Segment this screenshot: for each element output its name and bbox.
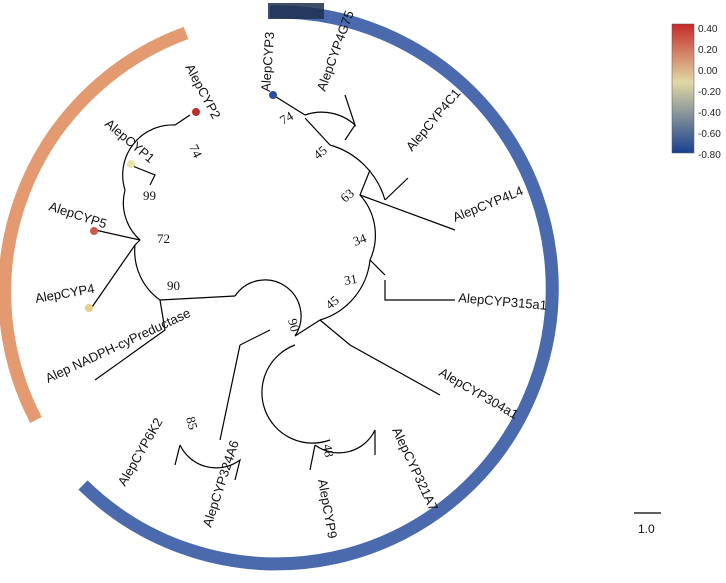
tip-dot-alepcyp5 — [90, 227, 98, 235]
leaf-label-alepcyp5: AlepCYP5 — [47, 199, 109, 232]
tip-dot-alepcyp1 — [127, 160, 135, 168]
leaf-label-alepcyp1: AlepCYP1 — [102, 116, 158, 166]
bootstrap-label: 90 — [167, 278, 180, 293]
scale-bar-label: 1.0 — [638, 522, 655, 536]
tip-dot-alepcyp4 — [85, 304, 93, 312]
color-legend: 0.40 0.20 0.00 -0.20 -0.40 -0.60 -0.80 — [671, 23, 721, 161]
bootstrap-label: 85 — [183, 415, 201, 431]
leaf-label-alepcyp2: AlepCYP2 — [182, 61, 223, 121]
leaf-label-alepcyp321a7: AlepCYP321A7 — [389, 425, 441, 513]
clade-arc-blue — [78, 5, 559, 571]
bootstrap-label: 72 — [157, 231, 170, 246]
scale-bar: 1.0 — [634, 512, 661, 536]
leaf-label-alepcyp6k2: AlepCYP6K2 — [115, 415, 166, 488]
leaf-label-alepcyp315a1: AlepCYP315a1 — [458, 290, 548, 313]
legend-tick: 0.00 — [698, 66, 718, 77]
leaf-label-alepcyp9: AlepCYP9 — [315, 478, 340, 540]
clade-arc-orange — [0, 26, 189, 424]
legend-tick: -0.60 — [698, 129, 721, 140]
leaf-label-alepcyp3: AlepCYP3 — [258, 31, 277, 92]
bootstrap-label: 99 — [143, 188, 156, 203]
leaf-label-alepcyp4c1: AlepCYP4C1 — [403, 86, 464, 154]
bootstrap-label: 74 — [277, 108, 296, 128]
legend-tick: 0.20 — [698, 45, 718, 56]
bootstrap-label: 90 — [285, 317, 303, 333]
leaf-label-alep-nadph: Alep NADPH-cyPreductase — [43, 305, 193, 385]
bootstrap-label: 31 — [343, 271, 358, 288]
leaf-label-alepcyp4: AlepCYP4 — [34, 281, 96, 306]
bootstrap-label: 63 — [337, 185, 357, 205]
legend-tick: -0.20 — [698, 87, 721, 98]
bootstrap-label: 45 — [322, 292, 342, 312]
bootstrap-label: 34 — [351, 230, 369, 249]
bootstrap-label: 48 — [320, 443, 337, 458]
bootstrap-label: 74 — [186, 142, 205, 161]
legend-tick: 0.40 — [698, 24, 718, 35]
leaf-label-alepcyp324a6: AlepCYP324A6 — [200, 438, 242, 529]
tree-branches — [89, 94, 456, 481]
leaf-label-alepcyp304a1: AlepCYP304a1 — [437, 365, 521, 422]
tip-dot-alepcyp2 — [192, 108, 200, 116]
bootstrap-label: 45 — [310, 142, 330, 162]
legend-colorbar — [671, 23, 695, 154]
legend-tick: -0.40 — [698, 108, 721, 119]
arc-end-shading — [268, 3, 324, 19]
legend-tick: -0.80 — [698, 150, 721, 161]
leaf-label-alepcyp4l4: AlepCYP4L4 — [451, 183, 526, 225]
tip-dot-alepcyp3 — [269, 91, 277, 99]
